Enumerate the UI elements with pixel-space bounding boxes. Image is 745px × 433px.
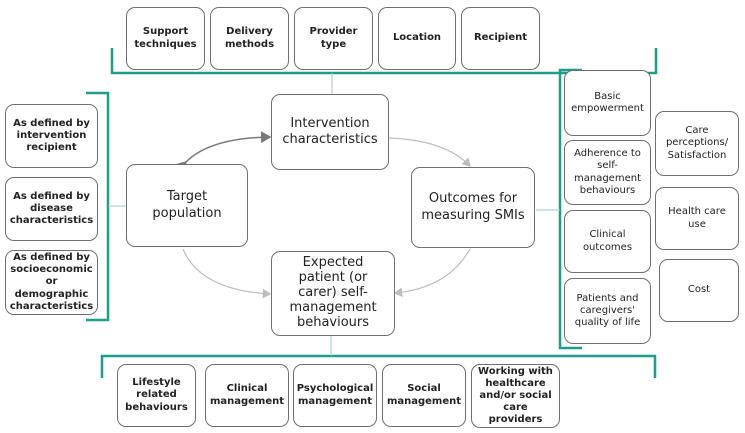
right-box-quality-of-life: Patients and caregivers' quality of life (564, 278, 651, 344)
arrow-target-expected (182, 248, 272, 299)
bottom-box-lifestyle: Lifestyle related behaviours (117, 364, 196, 427)
arrow-outcomes-expected (393, 248, 471, 298)
left-box-intervention-recipient: As defined by intervention recipient (5, 104, 98, 168)
intervention-characteristics-box: Intervention characteristics (271, 94, 389, 170)
bottom-box-clinical-management: Clinical management (205, 364, 289, 427)
arrow-intervention-outcomes (388, 137, 471, 167)
bottom-box-social: Social management (382, 364, 466, 427)
right-box-clinical-outcomes: Clinical outcomes (564, 210, 651, 273)
top-box-support-techniques: Support techniques (126, 7, 205, 70)
bottom-bracket (100, 354, 657, 378)
expected-behaviours-box: Expected patient (or carer) self- manage… (271, 251, 395, 336)
bottom-box-psychological: Psychological management (293, 364, 377, 427)
outcomes-box: Outcomes for measuring SMIs (411, 167, 535, 248)
arrow-target-intervention (175, 131, 272, 173)
left-box-socioeconomic: As defined by socioeconomic or demograph… (5, 250, 98, 315)
right-box-basic-empowerment: Basic empowerment (564, 70, 651, 136)
top-box-delivery-methods: Delivery methods (210, 7, 289, 70)
bottom-box-working-with-providers: Working with healthcare and/or social ca… (471, 364, 560, 428)
top-box-recipient: Recipient (461, 7, 540, 70)
right-box-care-perceptions: Care perceptions/ Satisfaction (655, 111, 739, 176)
target-population-box: Target population (126, 164, 248, 247)
top-bracket (110, 48, 658, 75)
right-box-cost: Cost (659, 259, 739, 322)
right-box-health-care-use: Health care use (655, 187, 739, 250)
top-box-location: Location (378, 7, 456, 70)
right-box-adherence: Adherence to self- management behaviours (564, 140, 651, 205)
left-box-disease-characteristics: As defined by disease characteristics (5, 177, 98, 241)
top-box-provider-type: Provider type (294, 7, 373, 70)
